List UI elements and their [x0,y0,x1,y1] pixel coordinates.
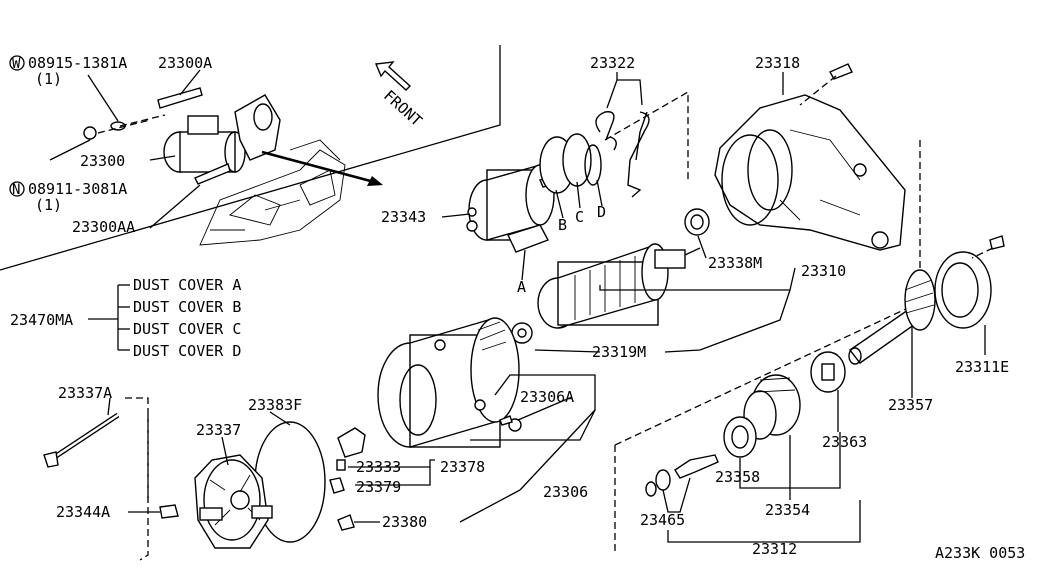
part-23318: 23318 [755,54,800,72]
dust-cover-d-label: DUST COVER D [133,342,241,360]
dust-cover-b-label: DUST COVER B [133,298,241,316]
part-23300: 23300 [80,152,125,170]
part-23319M: 23319M [592,343,646,361]
dust-cover-c-marker: C [575,208,584,226]
spring-group [595,72,650,198]
part-23300AA: 23300AA [72,218,135,236]
part-23337: 23337 [196,421,241,439]
part-23337A: 23337A [58,384,112,402]
part-23354: 23354 [765,501,810,519]
part-23380: 23380 [382,513,427,531]
part-23306A: 23306A [520,388,574,406]
part-23343: 23343 [381,208,426,226]
yoke-assembly [377,317,596,491]
armature [511,208,796,353]
part-23357: 23357 [888,396,933,414]
brush-parts [329,427,521,531]
part-23338M: 23338M [708,254,762,272]
part-23322: 23322 [590,54,635,72]
part-08911-qty: (1) [35,196,62,214]
washer-marker: W [12,56,21,72]
part-23363: 23363 [822,433,867,451]
dust-cover-bracket [88,284,130,351]
part-23344A: 23344A [56,503,110,521]
front-label: FRONT [380,86,426,130]
part-23465: 23465 [640,511,685,529]
part-08915: 08915-1381A [28,54,127,72]
part-labels: W 08915-1381A (1) 23300A 23300 N 08911-3… [9,54,1025,562]
part-23300A: 23300A [158,54,212,72]
part-08915-qty: (1) [35,70,62,88]
part-08911: 08911-3081A [28,180,127,198]
dust-cover-d-marker: D [597,203,606,221]
part-23310: 23310 [801,262,846,280]
dust-cover-b-marker: B [558,216,567,234]
dust-cover-a-marker: A [517,278,526,296]
part-23383F: 23383F [248,396,302,414]
part-23333: 23333 [356,458,401,476]
part-23470MA: 23470MA [10,311,73,329]
mounting-inset [0,45,501,271]
part-23378: 23378 [440,458,485,476]
rear-cover [43,397,326,561]
part-23311E: 23311E [955,358,1009,376]
dust-cover-c-label: DUST COVER C [133,320,241,338]
dust-cover-a-label: DUST COVER A [133,276,241,294]
drive-assembly [614,140,1005,555]
part-23358: 23358 [715,468,760,486]
part-23312: 23312 [752,540,797,558]
drive-housing [604,63,906,251]
diagram-code: A233K 0053 [935,544,1025,562]
part-23379: 23379 [356,478,401,496]
part-23306: 23306 [543,483,588,501]
solenoid-group [441,133,603,281]
nut-marker: N [12,182,20,198]
